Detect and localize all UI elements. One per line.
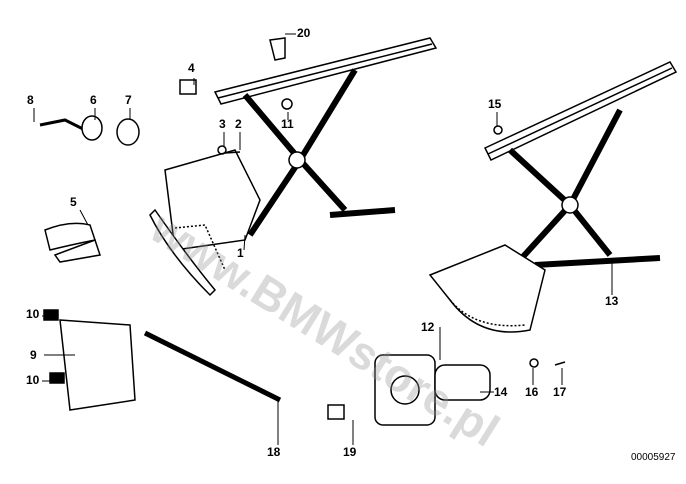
callout-20: 20 xyxy=(297,26,311,40)
callout-12: 12 xyxy=(421,320,435,334)
callout-16: 16 xyxy=(525,385,539,399)
callout-14: 14 xyxy=(494,385,508,399)
callout-3: 3 xyxy=(219,117,226,131)
motor xyxy=(374,354,491,426)
callout-18: 18 xyxy=(267,445,281,459)
callout-9: 9 xyxy=(30,348,37,362)
callout-6: 6 xyxy=(90,93,97,107)
mounting-plate xyxy=(43,309,136,411)
callout-10-bottom: 10 xyxy=(26,373,40,387)
callout-1: 1 xyxy=(237,246,244,260)
callout-13: 13 xyxy=(605,294,619,308)
left-scissor-arms xyxy=(242,68,396,237)
leader-lines xyxy=(33,33,613,445)
callout-5: 5 xyxy=(70,195,77,209)
callout-10-top: 10 xyxy=(26,307,40,321)
callout-7: 7 xyxy=(125,93,132,107)
left-regulator-plate xyxy=(149,149,261,297)
callout-4: 4 xyxy=(188,61,195,75)
callout-17: 17 xyxy=(553,385,567,399)
right-gear-sector xyxy=(428,244,546,333)
small-fasteners xyxy=(179,37,566,420)
callout-2: 2 xyxy=(235,117,242,131)
crank-parts xyxy=(39,115,140,263)
left-guide-rail xyxy=(213,37,438,105)
shaft xyxy=(143,330,282,403)
right-scissor-arms xyxy=(507,108,661,268)
callout-11: 11 xyxy=(281,117,294,131)
callout-8: 8 xyxy=(27,93,34,107)
callout-19: 19 xyxy=(343,445,357,459)
callout-15: 15 xyxy=(488,97,502,111)
drawing-number: 00005927 xyxy=(631,452,676,463)
right-guide-rail xyxy=(483,61,678,161)
